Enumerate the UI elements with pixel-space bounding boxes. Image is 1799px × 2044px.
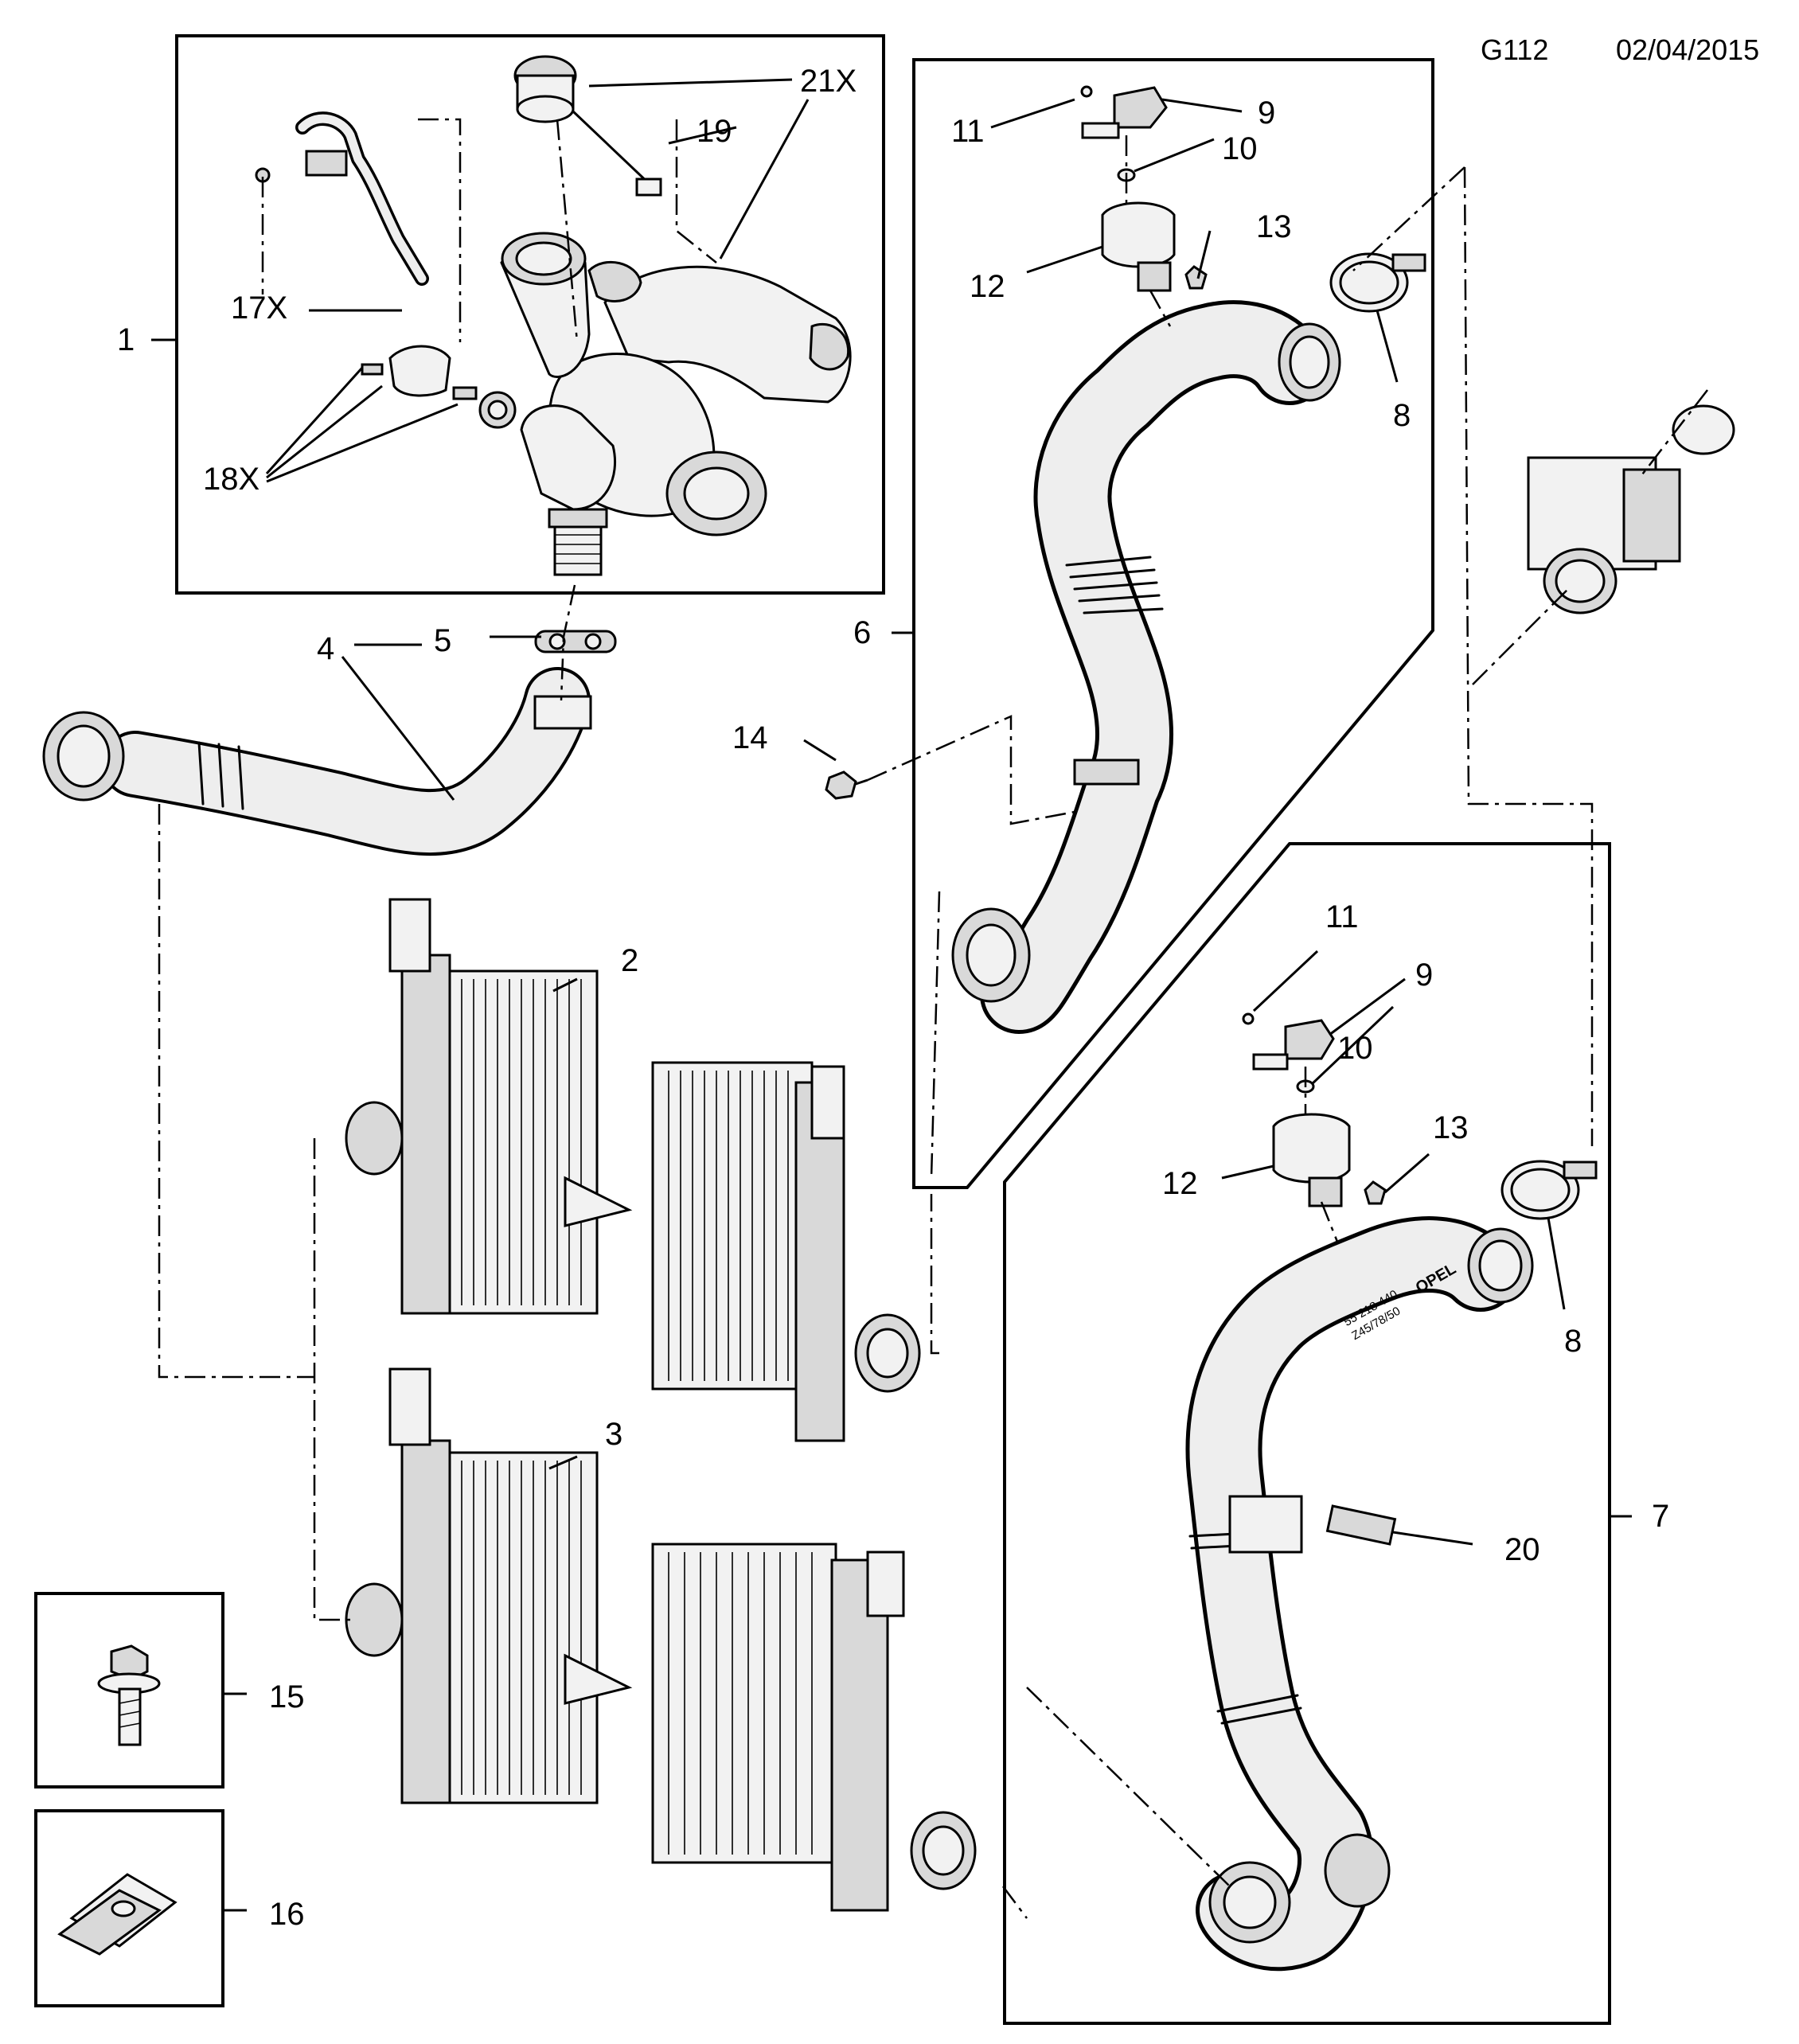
bolt-14 (825, 770, 868, 800)
gasket-18x (361, 345, 517, 429)
callout-6: 6 (853, 615, 871, 650)
boost-sensor-upper (1080, 85, 1208, 292)
inset-box-clip-nut (34, 1809, 224, 2007)
callout-13-upper: 13 (1256, 209, 1292, 244)
intercooler-3 (345, 1367, 977, 1912)
clip-nut-16-icon (57, 1873, 178, 1956)
callout-9-lower: 9 (1415, 958, 1433, 993)
callout-14: 14 (732, 720, 768, 755)
callout-17x: 17X (231, 291, 287, 326)
callout-16: 16 (269, 1897, 305, 1932)
charge-air-hose-4 (42, 667, 592, 856)
wastegate-actuator (513, 55, 662, 197)
inset-box-bolt (34, 1592, 224, 1788)
callout-labels: 1 2 3 4 5 6 7 8 8 9 9 10 10 11 11 12 12 … (117, 64, 1669, 1932)
callout-11-lower: 11 (1325, 899, 1359, 934)
hose-clamp-8-lower (1500, 1160, 1598, 1220)
hose-clamp-5 (534, 630, 617, 653)
callout-7: 7 (1652, 1499, 1669, 1534)
callout-21x: 21X (800, 64, 857, 99)
hose-bracket-20 (1228, 1495, 1397, 1554)
group-frame-lower-hose (1003, 842, 1611, 2025)
hose-clamp-8-upper (1329, 252, 1426, 313)
callout-11-upper: 11 (951, 114, 985, 149)
callout-3: 3 (605, 1417, 622, 1452)
callout-2: 2 (621, 943, 638, 978)
callout-8-upper: 8 (1393, 398, 1411, 433)
callout-10-upper: 10 (1222, 131, 1258, 166)
turbocharger-part (500, 232, 852, 576)
callout-4: 4 (317, 631, 334, 666)
lower-charge-air-hose-7: 55 218 440 Z45/78/50 OPEL (1185, 1216, 1534, 1972)
callout-12-upper: 12 (970, 269, 1005, 304)
page-code: G112 (1481, 33, 1548, 66)
callout-5: 5 (434, 623, 451, 658)
leader-lines (151, 78, 1632, 1912)
callout-15: 15 (269, 1679, 305, 1714)
callout-9-upper: 9 (1258, 96, 1275, 131)
callout-10-lower: 10 (1337, 1031, 1373, 1066)
callout-19: 19 (697, 114, 732, 149)
bolt-15-icon (97, 1644, 161, 1746)
group-frame-turbocharger (175, 34, 885, 595)
callout-13-lower: 13 (1433, 1110, 1469, 1145)
diagram-date: 02/04/2015 (1616, 33, 1759, 66)
assembly-lines (158, 118, 1708, 1919)
callout-8-lower: 8 (1564, 1324, 1582, 1359)
upper-charge-air-hose-6 (951, 300, 1341, 1034)
callout-12-lower: 12 (1162, 1166, 1198, 1201)
vacuum-hose (255, 111, 429, 286)
callout-1: 1 (117, 322, 135, 357)
intercooler-2 (345, 898, 921, 1442)
callout-20: 20 (1504, 1532, 1540, 1567)
callout-18x: 18X (203, 462, 260, 497)
boost-sensor-lower (1242, 1012, 1387, 1207)
group-frame-upper-hose (912, 58, 1434, 1189)
throttle-body (1527, 404, 1735, 614)
